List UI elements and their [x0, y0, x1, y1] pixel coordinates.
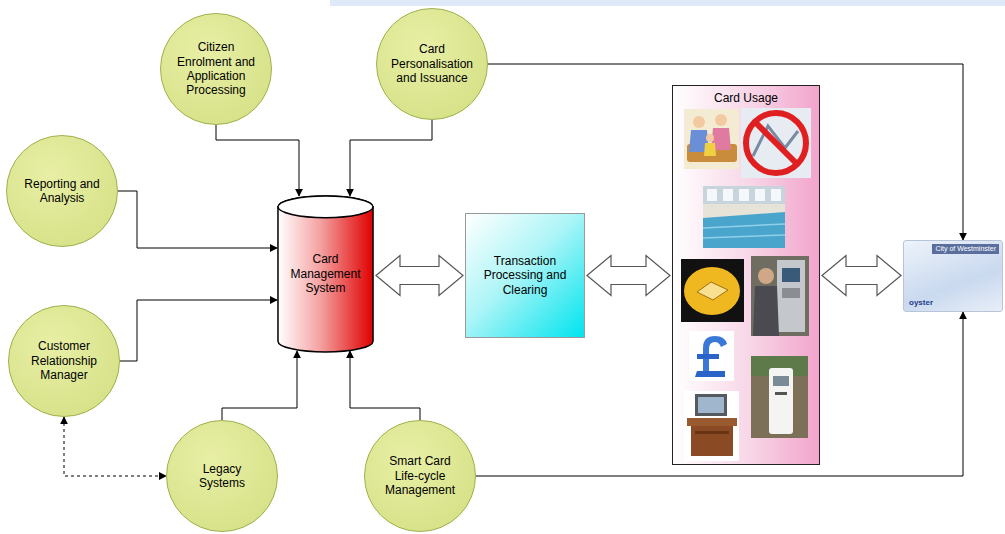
connector-arrow: [118, 191, 277, 248]
connector-arrow: [120, 300, 277, 361]
data-flow-arrow: [376, 256, 463, 296]
prohibition-sign: [741, 108, 811, 178]
usage-panel: Card Usage: [672, 85, 820, 465]
node-label: Card Personalisation and Issuance: [389, 42, 475, 85]
connector-arrow: [350, 120, 432, 196]
node-label: City of Westminster: [932, 244, 999, 254]
node-label: Smart Card Life-cycle Management: [377, 454, 463, 497]
header-band: [330, 0, 1005, 6]
smart-card: City of Westminster oyster: [903, 240, 1003, 312]
node-label: Card Management System: [290, 252, 362, 295]
node-label: Citizen Enrolment and Application Proces…: [173, 40, 259, 98]
connector-arrow: [350, 351, 420, 420]
coin-icon: [681, 259, 744, 322]
pound-icon: [689, 331, 734, 381]
function-circle: Reporting and Analysis: [6, 135, 118, 247]
database-cylinder: Card Management System: [277, 195, 374, 353]
function-circle: Citizen Enrolment and Application Proces…: [160, 13, 272, 125]
kiosk-clipart: [684, 391, 739, 461]
node-label: Transaction Processing and Clearing: [478, 254, 572, 297]
ticket-machine-photo: [751, 256, 809, 336]
node-sublabel: oyster: [909, 298, 933, 308]
function-circle: Customer Relationship Manager: [8, 305, 120, 417]
family-clipart: [684, 109, 739, 169]
pool-photo: [703, 186, 785, 248]
connector-arrow: [222, 351, 297, 420]
node-label: Card Usage: [673, 91, 819, 105]
dashed-connector: [64, 417, 166, 476]
function-circle: Card Personalisation and Issuance: [376, 8, 488, 120]
process-box: Transaction Processing and Clearing: [465, 213, 585, 338]
node-label: Legacy Systems: [179, 462, 265, 491]
card-usage-illustrations: [673, 86, 819, 464]
data-flow-arrow: [822, 256, 901, 296]
node-label: Customer Relationship Manager: [21, 339, 107, 382]
connector-arrow: [216, 125, 299, 196]
function-circle: Smart Card Life-cycle Management: [364, 420, 476, 532]
data-flow-arrow: [587, 256, 670, 296]
node-label: Reporting and Analysis: [19, 177, 105, 206]
function-circle: Legacy Systems: [166, 420, 278, 532]
payment-machine-photo: [751, 356, 808, 438]
